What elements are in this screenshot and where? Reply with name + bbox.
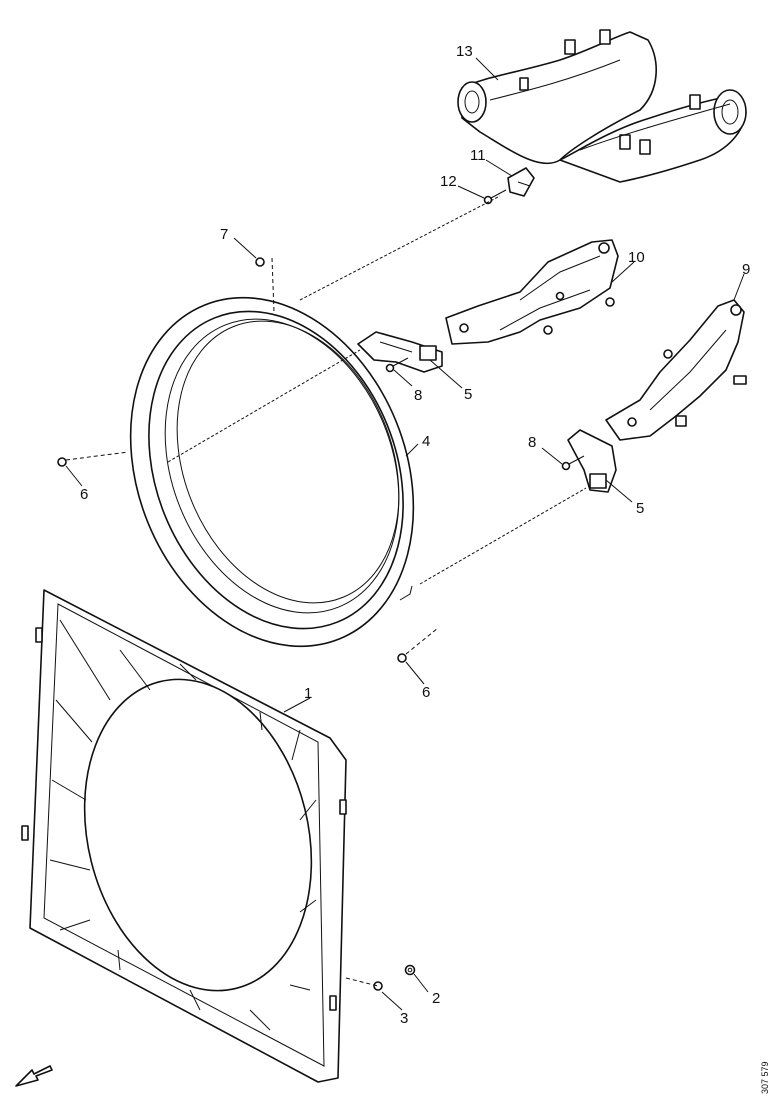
callout-8-lower: 8 [528,434,536,451]
part-8-bolt-upper [385,357,409,373]
assembly-lines [65,195,587,987]
callout-9: 9 [742,261,750,278]
front-arrow-icon [15,1065,53,1087]
callout-6-right: 6 [422,684,430,701]
callout-12: 12 [440,173,457,190]
callout-4: 4 [422,433,430,450]
callout-13: 13 [456,43,473,60]
part-4-fan-ring [129,296,415,648]
part-5-mount-lower [567,429,617,493]
callout-8-upper: 8 [414,387,422,404]
callout-1: 1 [304,685,312,702]
callout-5-lower: 5 [636,500,644,517]
callout-6-left: 6 [80,486,88,503]
part-1-fan-shroud [21,589,347,1083]
part-11-bracket [507,167,535,197]
figure-reference-code: 307 579 [760,1061,770,1094]
callout-5-upper: 5 [464,386,472,403]
callout-10: 10 [628,249,645,266]
part-5-mount-upper [357,331,443,373]
callout-3: 3 [400,1010,408,1027]
leader-lines [65,57,745,1011]
part-2-nut [404,964,416,976]
part-12-bolt [483,189,507,205]
part-6-nut-left [57,457,67,467]
part-10-bracket [445,239,619,345]
callout-2: 2 [432,990,440,1007]
callouts: 1 2 3 4 5 5 6 6 7 8 8 9 10 11 12 13 [80,43,750,1027]
part-9-bracket [605,299,747,441]
callout-7: 7 [220,226,228,243]
callout-11: 11 [470,147,486,164]
part-7-bolt [255,257,265,267]
part-6-nut-right [397,653,407,663]
part-3-washer [373,981,383,991]
part-8-bolt-lower [561,455,585,471]
part-13-tube [457,29,747,183]
